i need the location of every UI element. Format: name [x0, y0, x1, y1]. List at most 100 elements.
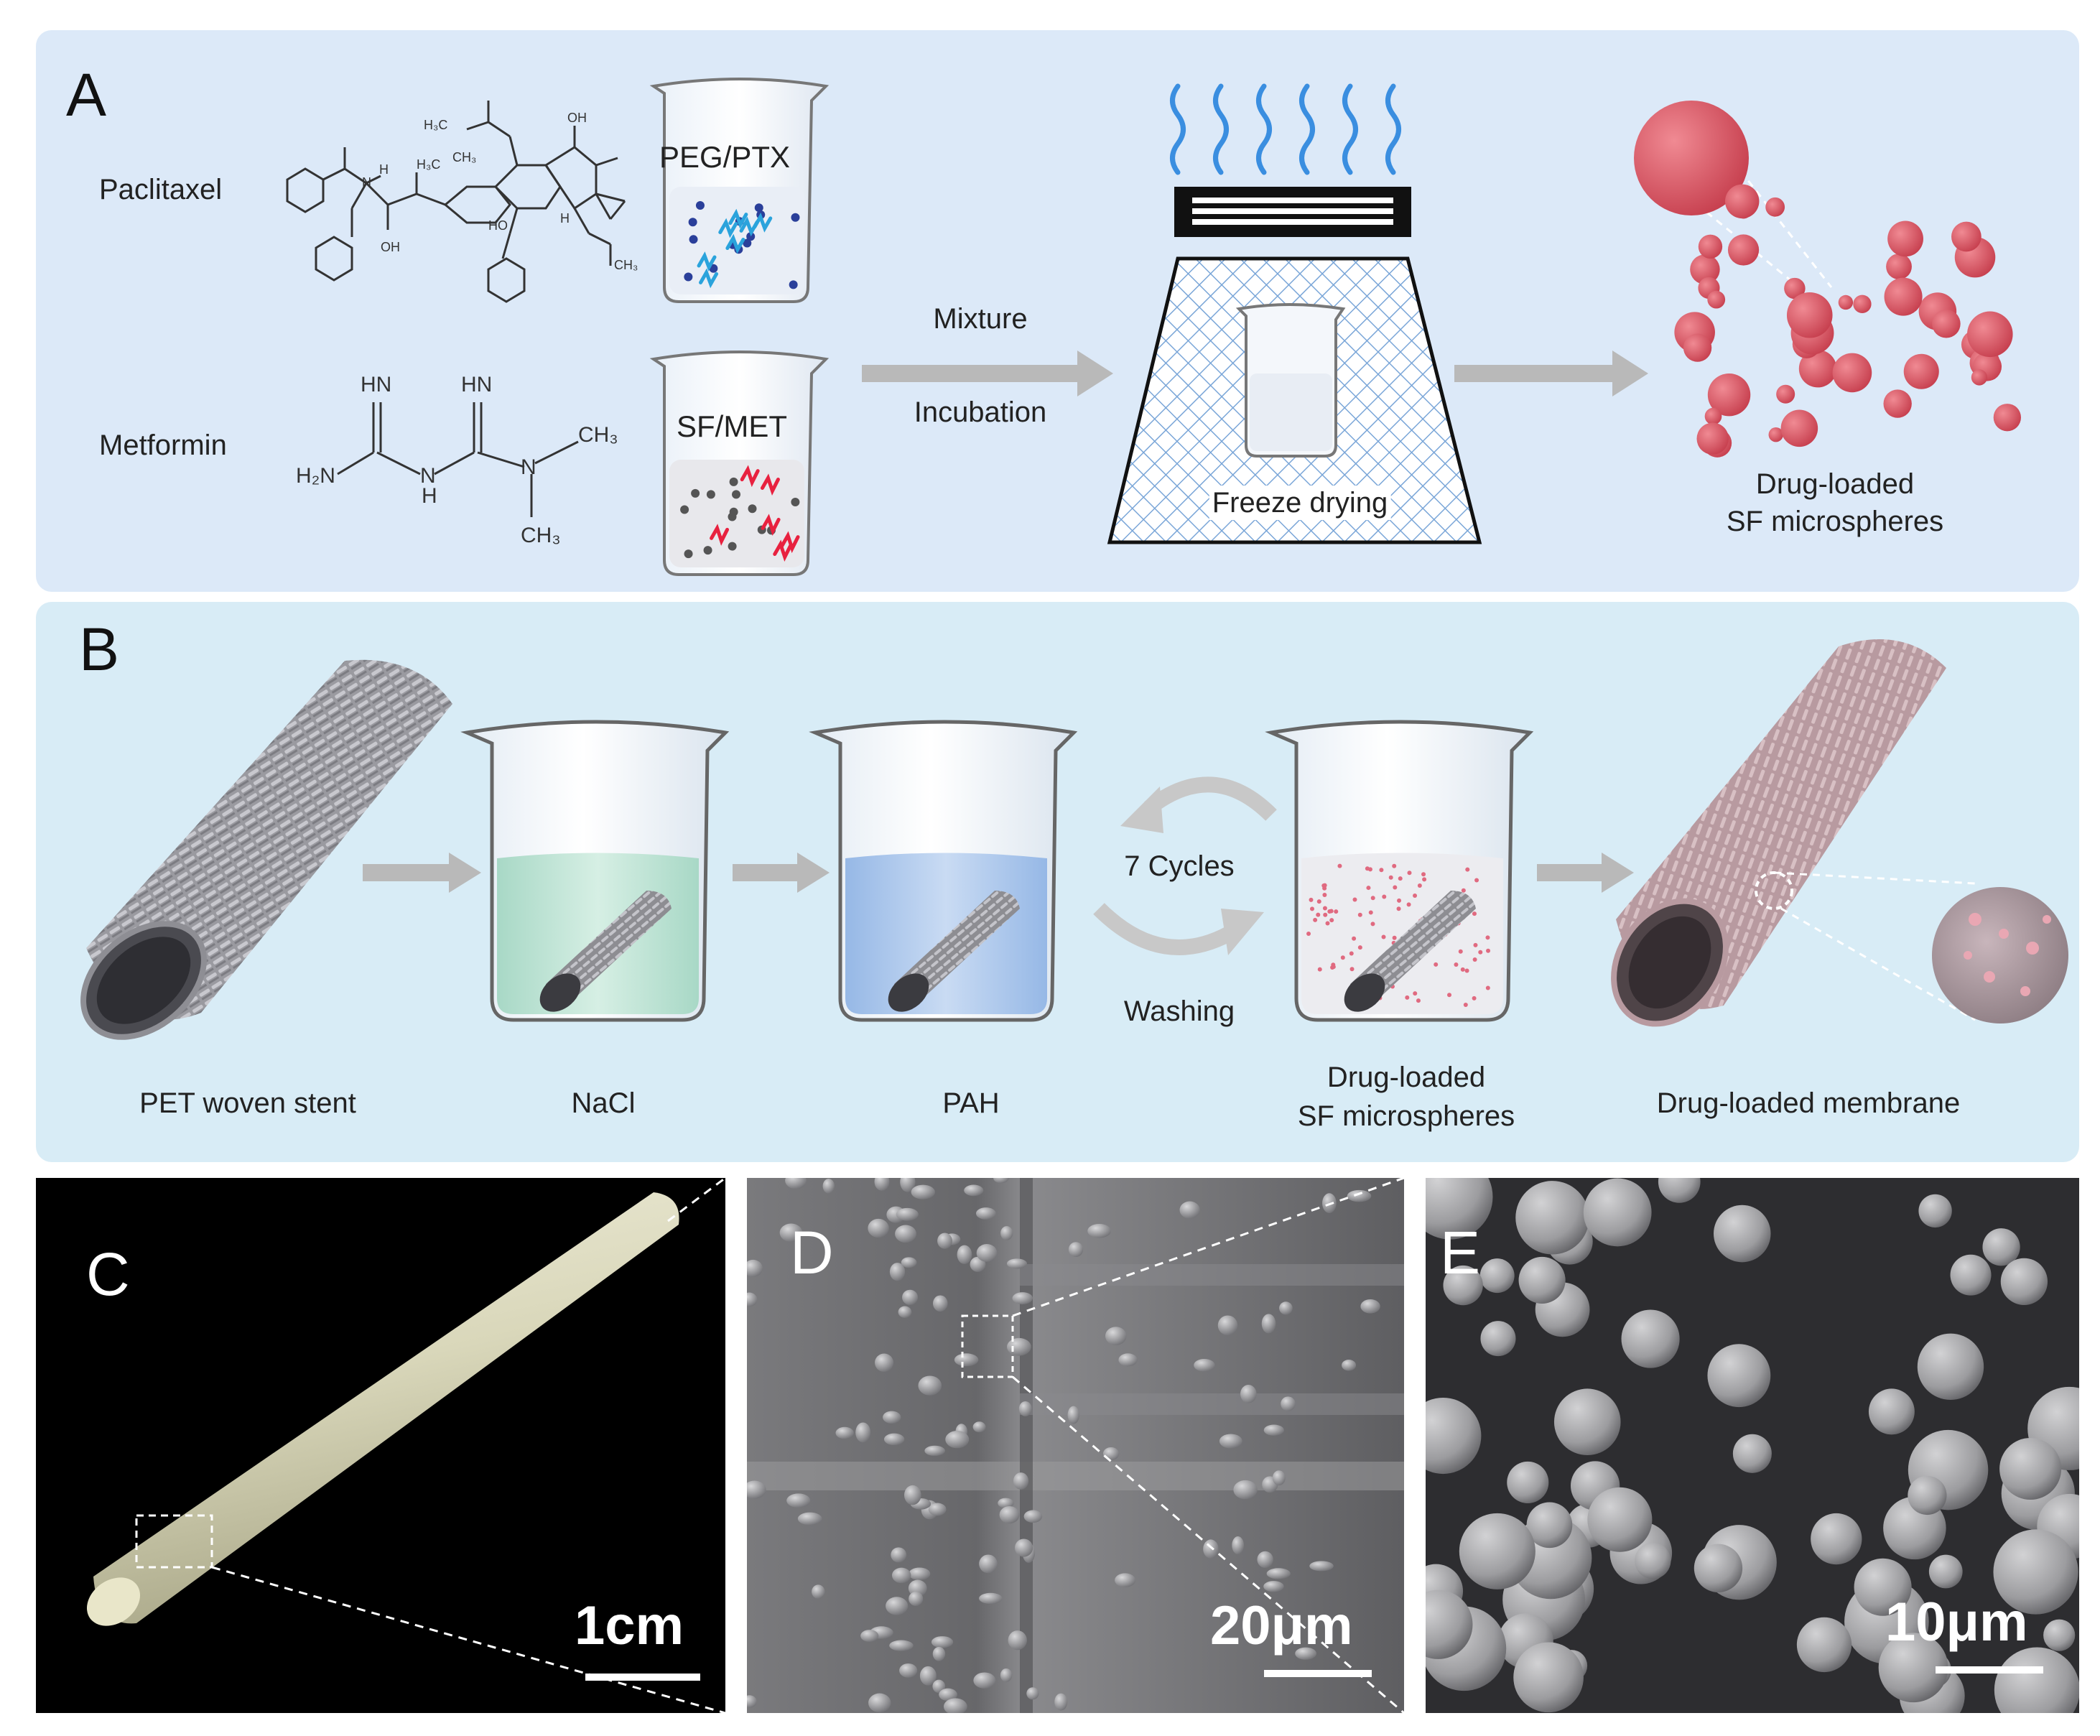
microsphere-dot — [1485, 935, 1490, 940]
sem-microsphere — [932, 1679, 946, 1694]
sem-microsphere — [1279, 1301, 1293, 1315]
sem-microsphere — [902, 1289, 919, 1305]
met-dot — [680, 505, 689, 514]
microsphere-dot — [1349, 951, 1354, 956]
chem-ptx-n: N — [362, 175, 371, 190]
microsphere-dot — [1398, 876, 1403, 881]
sem-microsphere — [855, 1422, 871, 1443]
sem-microsphere — [860, 1630, 879, 1642]
sem-microsphere — [1105, 1327, 1127, 1345]
ptx-dot — [754, 203, 763, 213]
sem-microsphere — [1479, 1258, 1515, 1294]
met-dot — [691, 488, 700, 498]
microsphere-dot — [1407, 871, 1412, 876]
sem-microsphere — [1459, 1513, 1535, 1589]
microsphere-dot — [1382, 894, 1387, 899]
microsphere-dot — [1352, 936, 1357, 941]
sem-microsphere — [1054, 1693, 1068, 1711]
sem-microsphere — [1257, 1551, 1273, 1568]
panel-d-sem: D 20μm — [747, 1178, 1404, 1713]
panel-c-photo: C 1cm — [36, 1178, 725, 1713]
ptx-molecule — [728, 208, 748, 229]
mixture-arrow — [862, 351, 1113, 396]
sem-microsphere — [1232, 1536, 1245, 1555]
sem-microsphere — [1928, 1554, 1963, 1589]
step1-label: PET woven stent — [139, 1087, 356, 1119]
ptx-molecule — [697, 251, 717, 271]
sem-microsphere — [911, 1184, 935, 1199]
sem-microsphere — [1526, 1502, 1573, 1549]
step4-label-line2: SF microspheres — [1297, 1100, 1515, 1132]
sem-microsphere — [1994, 1647, 2079, 1713]
ptx-dot — [684, 272, 693, 282]
microsphere-dot — [1392, 863, 1397, 868]
sem-microsphere — [1015, 1538, 1033, 1557]
met-molecule — [760, 473, 780, 496]
freeze-dryer — [1107, 83, 1482, 544]
sem-microsphere — [1295, 1647, 1317, 1660]
sem-microsphere — [1000, 1668, 1013, 1682]
microsphere-dot — [1306, 931, 1311, 936]
microsphere-dot — [1413, 893, 1418, 899]
sem-microsphere — [1999, 1437, 2062, 1500]
microsphere-dot — [1327, 909, 1332, 914]
sem-microsphere — [957, 1245, 972, 1264]
sem-microsphere — [1553, 1388, 1621, 1456]
microsphere — [1707, 373, 1751, 417]
met-dot — [791, 497, 800, 506]
microsphere — [1707, 290, 1726, 309]
sem-microsphere — [1950, 1254, 1992, 1296]
sem-microsphere — [1281, 1396, 1296, 1411]
microsphere-dot — [1463, 1002, 1468, 1007]
microsphere-dot — [1486, 948, 1491, 953]
microsphere-dot — [1434, 962, 1439, 967]
arrow-to-membrane — [1537, 853, 1634, 893]
chem-h: H — [422, 484, 437, 508]
step5-label: Drug-loaded membrane — [1656, 1087, 1961, 1119]
sem-microsphere — [945, 1431, 970, 1449]
microsphere-dot — [1478, 950, 1483, 955]
sem-microsphere — [1179, 1201, 1200, 1219]
sem-microsphere — [954, 1353, 979, 1367]
microsphere-dot — [1368, 910, 1373, 915]
beaker-sf-met — [649, 351, 830, 576]
microsphere-dot — [1485, 985, 1490, 990]
microsphere-dot — [1331, 962, 1336, 967]
microsphere — [1993, 404, 2021, 432]
microsphere — [1838, 294, 1854, 310]
cycle-top-label: 7 Cycles — [1124, 850, 1235, 882]
sem-microsphere — [937, 1233, 952, 1249]
microsphere-dot — [1313, 917, 1318, 922]
sem-microsphere — [889, 1263, 906, 1281]
sem-microsphere — [899, 1663, 918, 1678]
panel-c-scale-label: 1cm — [575, 1595, 684, 1656]
sem-microsphere — [875, 1353, 894, 1372]
sem-microsphere — [918, 1375, 942, 1396]
sem-microsphere — [895, 1225, 916, 1243]
met-dot — [748, 504, 757, 514]
sem-microsphere — [883, 1411, 901, 1424]
ptx-dot — [791, 213, 800, 222]
ptx-dot — [688, 218, 697, 227]
chem-ch3b: CH₃ — [521, 524, 561, 547]
panel-c-letter: C — [86, 1240, 130, 1308]
sem-microsphere — [747, 1259, 763, 1277]
microsphere-dot — [1417, 883, 1422, 888]
sem-microsphere — [979, 1554, 998, 1574]
microsphere — [1784, 277, 1806, 300]
sem-microsphere — [1263, 1424, 1284, 1436]
sem-microsphere — [1087, 1223, 1111, 1238]
sem-microsphere — [1118, 1353, 1138, 1367]
sem-microsphere — [785, 1178, 807, 1189]
met-molecule — [780, 531, 800, 554]
sem-microsphere — [1342, 1360, 1357, 1371]
sem-microsphere — [812, 1584, 825, 1599]
microsphere — [1886, 254, 1912, 280]
met-dot — [706, 490, 715, 499]
microsphere-dot — [1367, 867, 1372, 872]
microsphere — [1903, 353, 1939, 389]
microsphere — [1704, 407, 1722, 425]
drug-loaded-membrane-stent — [1611, 639, 2068, 1027]
microsphere-dot — [1392, 935, 1397, 940]
sem-microsphere — [1587, 1487, 1653, 1552]
